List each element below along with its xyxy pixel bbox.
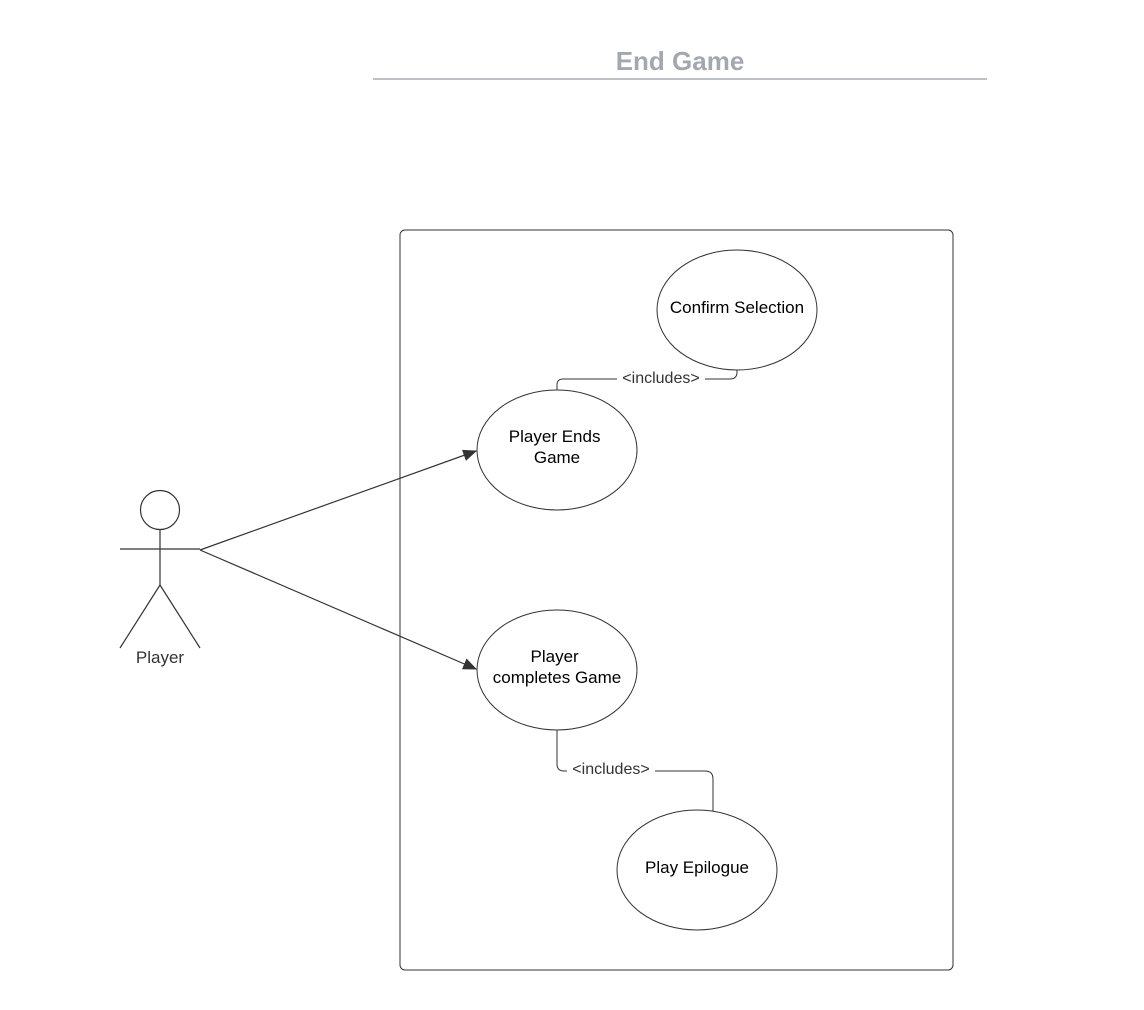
use-case-ellipse	[656, 249, 818, 371]
use-case-label-line: Play Epilogue	[645, 858, 749, 877]
use-case-label: Play Epilogue	[645, 858, 749, 877]
use-case-label: Player completes Game	[493, 647, 622, 687]
use-case-player-completes-game[interactable]: Player completes Game	[476, 609, 638, 731]
includes-connector-bottom	[556, 730, 714, 811]
use-case-player-ends-game[interactable]: Player Ends Game	[476, 389, 638, 511]
use-case-play-epilogue[interactable]: Play Epilogue	[616, 809, 778, 931]
use-case-ellipse	[616, 809, 778, 931]
actor-player[interactable]: Player	[119, 489, 201, 668]
use-case-label-line: completes Game	[493, 668, 622, 687]
association-to-player-completes-game	[199, 549, 478, 670]
use-case-label: Confirm Selection	[670, 298, 804, 317]
includes-label-bottom: <includes>	[572, 761, 649, 778]
use-case-ellipse	[476, 389, 638, 511]
use-case-label-line: Player	[531, 647, 580, 666]
use-case-label-line: Confirm Selection	[670, 298, 804, 317]
system-boundary	[399, 229, 954, 971]
use-case-label: Player Ends Game	[509, 427, 605, 467]
actor-label: Player	[136, 648, 185, 667]
association-to-player-ends-game	[199, 449, 478, 551]
includes-label-top: <includes>	[622, 370, 699, 387]
actor-head	[139, 489, 181, 531]
actor-right-leg	[159, 584, 201, 649]
actor-left-leg	[119, 584, 161, 649]
diagram-title: End Game	[616, 46, 745, 76]
use-case-confirm-selection[interactable]: Confirm Selection	[656, 249, 818, 371]
use-case-ellipse	[476, 609, 638, 731]
use-case-label-line: Game	[534, 448, 580, 467]
use-case-label-line: Player Ends	[509, 427, 601, 446]
includes-connector-top	[556, 370, 738, 390]
